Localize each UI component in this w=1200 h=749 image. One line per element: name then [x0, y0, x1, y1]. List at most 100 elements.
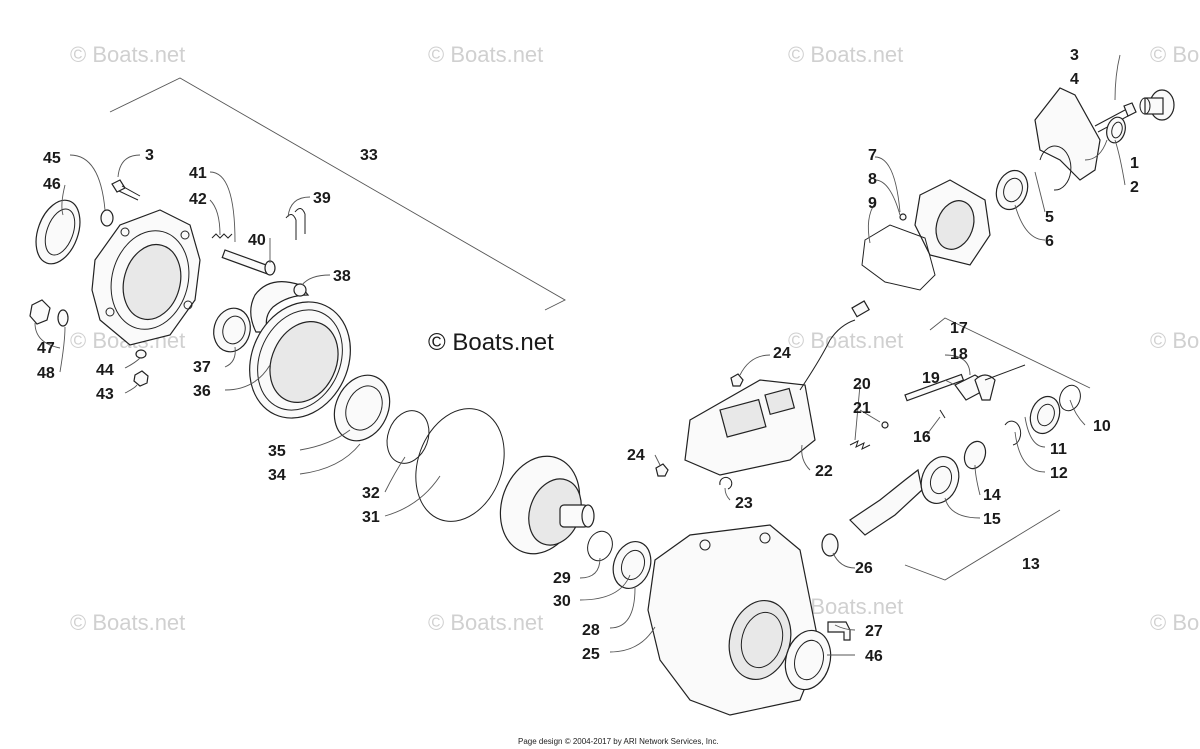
callout-5: 5: [1045, 209, 1054, 226]
shaft-41: [211, 233, 276, 276]
bolt-24-top: [730, 373, 744, 387]
footer-credit: Page design © 2004-2017 by ARI Network S…: [518, 737, 719, 746]
callout-22: 22: [815, 463, 833, 480]
flange-1: [1139, 89, 1175, 121]
bracket-4: [1034, 87, 1101, 181]
callout-27: 27: [865, 623, 883, 640]
housing-25: [647, 524, 821, 716]
actuator-22: [684, 300, 870, 476]
pinion-13: [849, 456, 960, 536]
callout-3-left: 3: [145, 147, 154, 164]
callout-14: 14: [983, 487, 1001, 504]
ring-32: [386, 410, 430, 464]
seal-2: [1106, 116, 1126, 144]
callout-33: 33: [360, 147, 378, 164]
bracket-33: [109, 77, 566, 311]
watermark: © Boats.net: [1150, 610, 1200, 635]
callout-32: 32: [362, 485, 380, 502]
callout-21: 21: [853, 400, 871, 417]
fitting-27: [827, 621, 851, 641]
housing-output: [914, 179, 991, 266]
bearing-35: [333, 374, 391, 442]
callout-24-top: 24: [773, 345, 791, 362]
clip-39: [285, 208, 306, 240]
callout-35: 35: [268, 443, 286, 460]
watermark: © Boats.net: [70, 610, 185, 635]
bearing-26: [821, 533, 839, 557]
callout-10: 10: [1093, 418, 1111, 435]
pin-17: [984, 364, 1026, 381]
watermark: © Boats.net: [1150, 42, 1200, 67]
callout-36: 36: [193, 383, 211, 400]
callout-7: 7: [868, 147, 877, 164]
bracket-13: [904, 509, 1061, 581]
seal-45: [35, 199, 81, 265]
callout-16: 16: [913, 429, 931, 446]
callout-11: 11: [1050, 441, 1067, 458]
watermark: © Boats.net: [70, 42, 185, 67]
spring-21: [849, 440, 871, 450]
callout-39: 39: [313, 190, 331, 207]
callout-43: 43: [96, 386, 114, 403]
cover-plate: [91, 209, 201, 346]
callout-18: 18: [950, 346, 968, 363]
bearing-28: [612, 541, 652, 589]
callout-44: 44: [96, 362, 114, 379]
pin-8: [899, 213, 907, 221]
cam-ring-36: [249, 301, 351, 419]
callout-31: 31: [362, 509, 380, 526]
callout-34: 34: [268, 467, 286, 484]
plug-47: [29, 299, 69, 327]
callout-1: 1: [1130, 155, 1139, 172]
washer-44: [135, 349, 147, 359]
callout-24-bottom: 24: [627, 447, 645, 464]
callout-28: 28: [582, 622, 600, 639]
watermark: © Boats.net: [788, 42, 903, 67]
callout-numbers: 1 2 3 3 4 5 6 7 8 9 10 11 12 13 14 15 16…: [37, 47, 1139, 665]
washer-46: [100, 209, 114, 227]
callout-46-left: 46: [43, 176, 61, 193]
clip-5: [1039, 145, 1072, 191]
bolt-3-left: [111, 179, 141, 201]
callout-2: 2: [1130, 179, 1139, 196]
callout-8: 8: [868, 171, 877, 188]
callout-48: 48: [37, 365, 55, 382]
bearing-37: [213, 307, 251, 353]
callout-6: 6: [1045, 233, 1054, 250]
seal-46-right: [784, 629, 832, 691]
callout-37: 37: [193, 359, 211, 376]
bracket-17-group: [929, 317, 1091, 389]
ring-29: [587, 530, 613, 562]
callout-46-right: 46: [865, 648, 883, 665]
callout-19: 19: [922, 370, 940, 387]
clip-12: [1004, 420, 1022, 446]
bolt-43: [133, 370, 149, 387]
ball-20: [881, 421, 889, 429]
watermark: © Boats.net: [428, 42, 543, 67]
callout-40: 40: [248, 232, 266, 249]
callout-26: 26: [855, 560, 873, 577]
callout-45: 45: [43, 150, 61, 167]
bolt-24-bottom: [655, 463, 669, 477]
bearing-11: [1029, 395, 1061, 435]
callout-3-right: 3: [1070, 47, 1079, 64]
ring-23: [719, 476, 733, 490]
gasket-9: [861, 224, 936, 291]
fork-38: [250, 281, 310, 333]
fork-18: [954, 374, 996, 401]
callout-9: 9: [868, 195, 877, 212]
ring-14: [963, 440, 987, 470]
center-watermark: © Boats.net: [428, 329, 554, 356]
callout-25: 25: [582, 646, 600, 663]
callout-12: 12: [1050, 465, 1068, 482]
watermark: © Boats.net: [428, 610, 543, 635]
bearing-6: [995, 169, 1029, 211]
callout-23: 23: [735, 495, 753, 512]
ring-10: [1059, 384, 1081, 412]
callout-13: 13: [1022, 556, 1040, 573]
callout-42: 42: [189, 191, 207, 208]
callout-38: 38: [333, 268, 351, 285]
callout-4: 4: [1070, 71, 1079, 88]
